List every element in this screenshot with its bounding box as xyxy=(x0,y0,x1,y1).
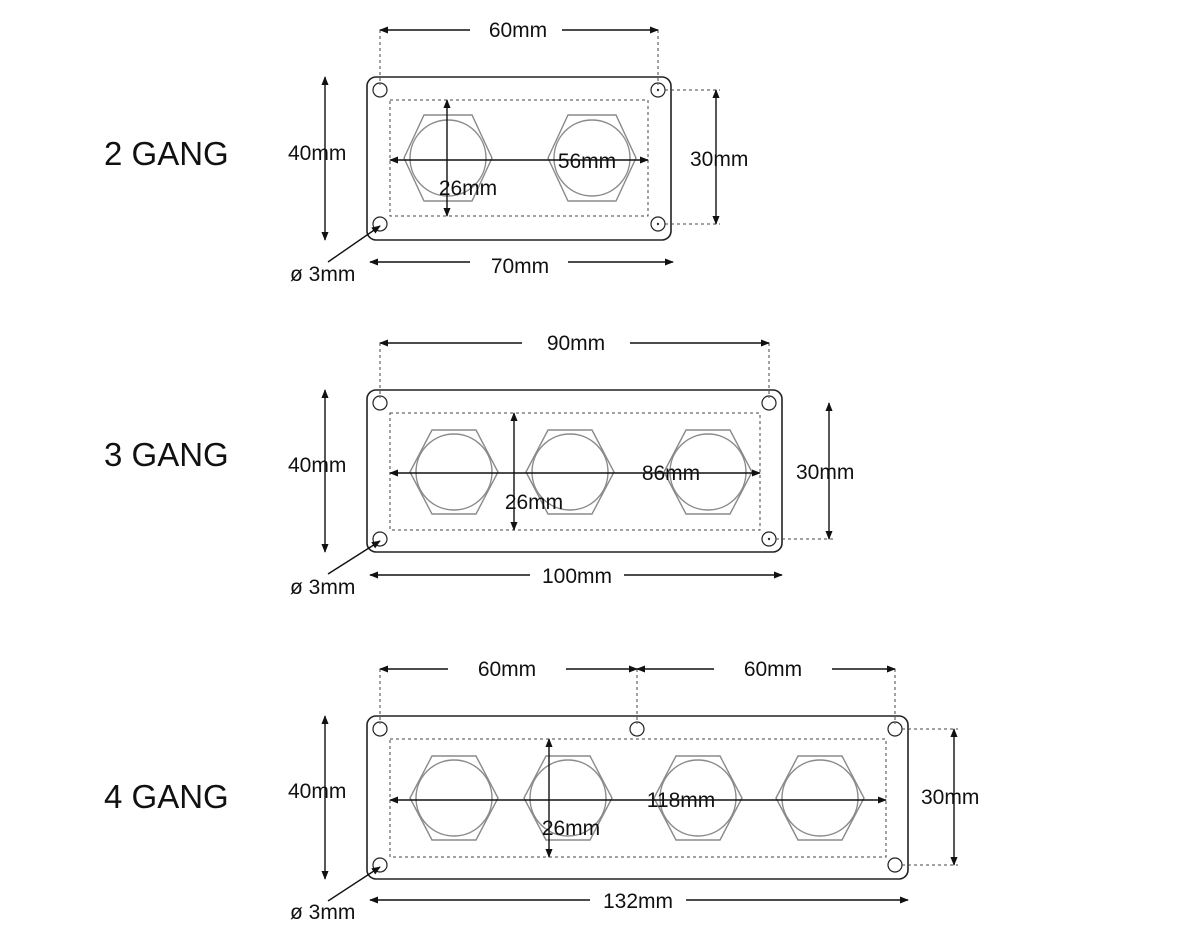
mounting-hole xyxy=(761,395,777,411)
switch-diameter-label: 26mm xyxy=(505,491,563,514)
hole-diameter-label: ø 3mm xyxy=(290,576,355,599)
mount-height-label: 30mm xyxy=(796,461,854,484)
panel-3-gang: 3 GANG 90mm 40mm 30mm 86mm xyxy=(104,332,854,599)
switch-span-label: 56mm xyxy=(558,150,616,173)
switch-span-label: 118mm xyxy=(647,789,715,812)
gang-label: 4 GANG xyxy=(104,778,229,815)
plate-height-label: 40mm xyxy=(288,780,346,803)
leader-line xyxy=(327,225,381,263)
mounting-hole xyxy=(372,721,388,737)
gang-label: 3 GANG xyxy=(104,436,229,473)
plate-width-label: 132mm xyxy=(603,890,673,913)
mounting-hole xyxy=(629,721,645,737)
hole-spacing-label: 90mm xyxy=(547,332,605,355)
mount-height-label: 30mm xyxy=(921,786,979,809)
hole-spacing-label: 60mm xyxy=(489,19,547,42)
switch-diameter-label: 26mm xyxy=(439,177,497,200)
mounting-hole xyxy=(761,531,777,547)
plate-height-label: 40mm xyxy=(288,142,346,165)
mounting-hole xyxy=(650,82,666,98)
hole-diameter-label: ø 3mm xyxy=(290,901,355,924)
plate-width-label: 100mm xyxy=(542,565,612,588)
plate-height-label: 40mm xyxy=(288,454,346,477)
gang-label: 2 GANG xyxy=(104,135,229,172)
hole-spacing-right-label: 60mm xyxy=(744,658,802,681)
mounting-hole xyxy=(887,721,903,737)
hole-diameter-label: ø 3mm xyxy=(290,263,355,286)
switch-span-label: 86mm xyxy=(642,462,700,485)
mounting-hole xyxy=(372,82,388,98)
hole-spacing-left-label: 60mm xyxy=(478,658,536,681)
mounting-hole xyxy=(887,857,903,873)
mount-height-label: 30mm xyxy=(690,148,748,171)
plate-width-label: 70mm xyxy=(491,255,549,278)
leader-line xyxy=(327,866,381,902)
mounting-hole xyxy=(650,216,666,232)
switch-diameter-label: 26mm xyxy=(542,817,600,840)
mounting-hole xyxy=(372,395,388,411)
plate-outline xyxy=(366,389,783,553)
plate-outline xyxy=(366,715,909,880)
panel-2-gang: 2 GANG 60mm 40mm 30mm xyxy=(104,19,748,286)
panel-4-gang: 4 GANG 60mm xyxy=(104,658,979,924)
leader-line xyxy=(327,540,381,575)
